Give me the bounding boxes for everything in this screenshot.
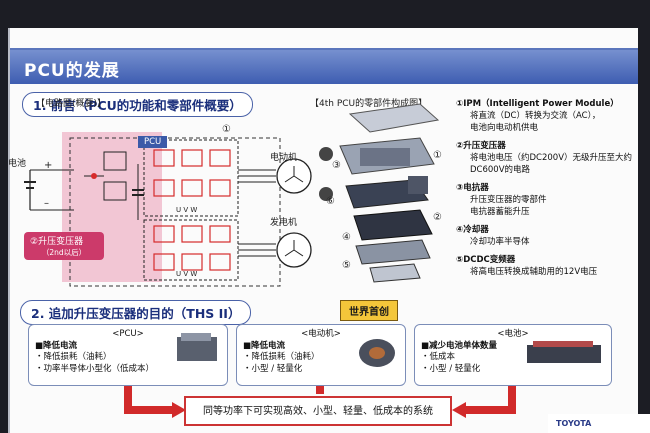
item-line: 升压变压器的零部件 (470, 195, 547, 205)
card-line: ・小型 / 轻量化 (421, 363, 481, 374)
section2-heading: 2. 追加升压变压器的目的（THS II） (20, 300, 252, 325)
card-line: ■减少电池单体数量 (421, 340, 498, 351)
parts-list-item: ③电抗器 升压变压器的零部件电抗器蓄能升压 (456, 182, 636, 218)
parts-list-item: ⑤DCDC变频器 将高电压转换成辅助用的12V电压 (456, 254, 636, 278)
card-line: ・降低损耗（油耗） (243, 352, 320, 362)
parts-list-item: ①IPM（Intelligent Power Module） 将直流（DC）转换… (456, 98, 636, 134)
generator-label: 发电机 (270, 218, 298, 228)
page-title: PCU的发展 (24, 61, 120, 81)
circuit-diagram (24, 132, 312, 287)
item-line: 将电池电压（约DC200V）无级升压至大约 (470, 153, 633, 163)
motor-label: 电动机 (270, 153, 298, 163)
world-first-tag: 世界首创 (340, 300, 398, 321)
card-line: ■降低电流 (243, 340, 286, 351)
card-pcu: <PCU> ■降低电流 ・降低损耗（油耗） ・功率半导体小型化（低成本） (28, 324, 228, 386)
part-callout-4: ④ (342, 232, 351, 243)
card-line: ・功率半导体小型化（低成本） (35, 363, 155, 374)
parts-exploded-view (319, 103, 440, 283)
inverter-bottom (153, 225, 231, 271)
item-line: DC600V的电路 (470, 165, 531, 175)
parts-heading: 【4th PCU的零部件构成图】 (310, 99, 428, 109)
uvw-top: U V W (176, 206, 198, 214)
ipm-outline-top (143, 139, 239, 217)
arrows (124, 386, 516, 418)
card-motor: <电动机> ■降低电流 ・降低损耗（油耗） ・小型 / 轻量化 (236, 324, 406, 386)
part-callout-2: ② (433, 212, 442, 223)
parts-list-item: ④冷却器 冷却功率半导体 (456, 224, 636, 248)
card-line: ■降低电流 (35, 340, 78, 351)
circuit-heading: 【电路图(概要)】 (36, 99, 107, 109)
battery-pack-icon (527, 341, 601, 363)
title-bar: PCU的发展 (10, 48, 638, 84)
item-line: 电池向电动机供电 (470, 123, 539, 133)
card-line: ・小型 / 轻量化 (243, 363, 303, 374)
card-line: ・低成本 (421, 352, 456, 362)
motor-photo-icon (359, 339, 395, 367)
battery-plus: + (44, 160, 53, 171)
battery-minus: – (44, 198, 49, 209)
card-line: ・降低损耗（油耗） (35, 352, 112, 362)
part-callout-3: ③ (332, 160, 341, 171)
item-title: ①IPM（Intelligent Power Module） (456, 99, 619, 109)
booster-sub: （2nd以后） (41, 248, 87, 257)
section1-heading: 1. 前言（PCU的功能和零部件概要） (22, 92, 253, 117)
item-title: ②升压变压器 (456, 141, 506, 151)
part-callout-6: ⑥ (326, 196, 335, 207)
battery-label: 电池 (8, 159, 27, 169)
uvw-bottom: U V W (176, 270, 198, 278)
item-title: ⑤DCDC变频器 (456, 255, 516, 265)
ipm-outline-bottom (143, 219, 239, 281)
card-caption: <电池> (497, 329, 529, 339)
card-caption: <PCU> (112, 329, 144, 339)
item-title: ④冷却器 (456, 225, 489, 235)
callout-1: ① (222, 124, 231, 135)
brand-logo: TOYOTA (548, 414, 650, 433)
item-line: 将高电压转换成辅助用的12V电压 (470, 267, 598, 277)
item-title: ③电抗器 (456, 183, 489, 193)
item-line: 将直流（DC）转换为交流（AC）， (470, 111, 601, 121)
part-callout-1: ① (433, 150, 442, 161)
booster-callout: ②升压变压器 （2nd以后） (24, 232, 104, 260)
pcu-photo-icon (177, 333, 217, 361)
pcu-outline (69, 137, 281, 287)
item-line: 冷却功率半导体 (470, 237, 530, 247)
card-caption: <电动机> (301, 329, 341, 339)
card-battery: <电池> ■减少电池单体数量 ・低成本 ・小型 / 轻量化 (414, 324, 612, 386)
inverter-top (153, 149, 231, 197)
parts-list-item: ②升压变压器 将电池电压（约DC200V）无级升压至大约 DC600V的电路 (456, 140, 636, 176)
booster-label: ②升压变压器 (30, 237, 84, 247)
part-callout-5: ⑤ (342, 260, 351, 271)
conclusion-box: 同等功率下可实现高效、小型、轻量、低成本的系统 (184, 396, 452, 426)
item-line: 电抗器蓄能升压 (470, 207, 530, 217)
pcu-badge: PCU (138, 136, 168, 148)
parts-list: ①IPM（Intelligent Power Module） 将直流（DC）转换… (456, 98, 636, 284)
